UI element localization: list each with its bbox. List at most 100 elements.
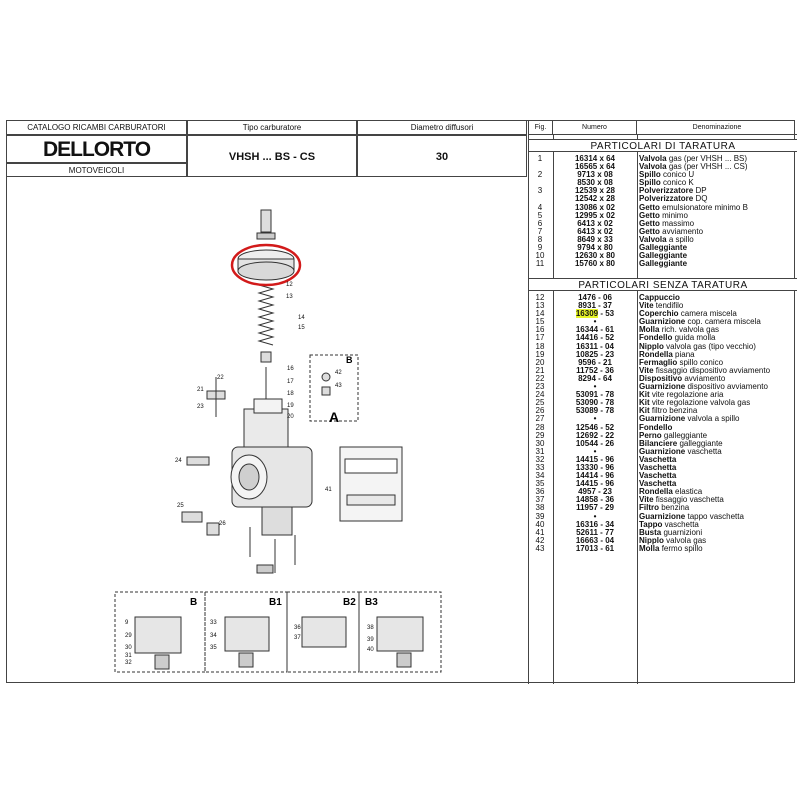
- column-header-number: Numero: [553, 121, 637, 135]
- row-description: Valvola gas (per VHSH ... CS): [639, 163, 797, 171]
- row-fig: 33: [535, 462, 545, 472]
- part-name: Kit: [639, 406, 650, 416]
- row-description: Tappo vaschetta: [639, 520, 797, 529]
- part-detail: guarnizioni: [663, 527, 703, 537]
- callout-number: 24: [175, 458, 182, 464]
- row-part-number: 8931 - 37: [578, 301, 612, 311]
- variant-label-b1: B1: [269, 597, 282, 608]
- part-detail: conico K: [663, 178, 694, 188]
- row-part-number: 6413 x 02: [577, 226, 613, 236]
- part-number-suffix: - 53: [598, 309, 615, 319]
- part-detail: elastica: [675, 487, 703, 497]
- row-part-number: 11752 - 36: [576, 365, 614, 375]
- category-label: MOTOVEICOLI: [7, 163, 187, 177]
- part-name: Nipplo: [639, 341, 664, 351]
- part-detail: massimo: [662, 218, 695, 228]
- catalog-title: CATALOGO RICAMBI CARBURATORI: [7, 121, 187, 135]
- row-part-number: 14416 - 52: [575, 333, 615, 343]
- row-fig: 8: [537, 234, 543, 244]
- row-description: Guarnizione tappo vaschetta: [639, 511, 797, 521]
- row-part-number: •: [593, 511, 597, 521]
- row-fig: 41: [535, 527, 545, 537]
- row-description: Bilanciere galleggiante: [639, 438, 797, 448]
- part-name: Fondello: [639, 422, 673, 432]
- part-detail: dispositivo avviamento: [687, 382, 768, 392]
- row-fig: 4: [537, 202, 543, 212]
- row-description: Rondella elastica: [639, 488, 797, 496]
- section-calibration-parts: PARTICOLARI DI TARATURA: [529, 139, 797, 152]
- row-fig: 31: [535, 446, 545, 456]
- part-detail: vite regolazione aria: [651, 390, 724, 400]
- part-detail: galleggiante: [679, 438, 723, 448]
- row-part-number: 12539 x 28: [574, 186, 616, 196]
- row-fig: 2: [537, 170, 543, 180]
- row-part-number: 16663 - 04: [575, 535, 615, 545]
- callout-number: 40: [367, 647, 374, 653]
- callout-number: 32: [125, 660, 132, 666]
- row-fig: 28: [535, 422, 545, 432]
- row-part-number: 16316 - 34: [575, 519, 615, 529]
- part-name: Fermaglio: [639, 357, 678, 367]
- callout-number: 35: [210, 645, 217, 651]
- row-part-number: 10825 - 23: [575, 349, 615, 359]
- row-part-number: •: [593, 382, 597, 392]
- row-part-number: 52611 - 77: [576, 527, 614, 537]
- row-fig: 26: [535, 406, 545, 416]
- part-detail: fermo spillo: [661, 543, 703, 553]
- callout-number: 36: [294, 625, 301, 631]
- table-row: 41 52611 - 77 Busta guarnizioni: [529, 527, 797, 537]
- row-description: Guarnizione cop. camera miscela: [639, 318, 797, 326]
- row-fig: 24: [535, 390, 545, 400]
- part-name: Valvola: [639, 234, 667, 244]
- part-name: Dispositivo: [639, 373, 683, 383]
- row-description: Fondello: [639, 422, 797, 432]
- part-name: Guarnizione: [639, 511, 686, 521]
- row-part-number: •: [593, 414, 597, 424]
- row-description: Kit filtro benzina: [639, 407, 797, 415]
- part-name: Busta: [639, 527, 662, 537]
- inset-view-label: B: [346, 355, 353, 365]
- row-part-number: 53091 - 78: [575, 390, 615, 400]
- row-fig: 20: [535, 357, 545, 367]
- row-description: Cappuccio: [639, 293, 797, 302]
- callout-number: 19: [287, 403, 294, 409]
- column-header-fig: Fig.: [529, 121, 553, 135]
- row-description: Spillo conico K: [639, 179, 797, 187]
- part-name: Getto: [639, 218, 660, 228]
- part-name: Guarnizione: [639, 414, 686, 424]
- part-detail: minimo: [662, 210, 688, 220]
- part-name: Filtro: [639, 503, 659, 513]
- row-fig: 12: [535, 293, 545, 302]
- row-description: Getto emulsionatore minimo B: [639, 203, 797, 212]
- row-fig: 19: [535, 349, 545, 359]
- callout-number: 9: [125, 620, 129, 626]
- callout-number: 16: [287, 366, 294, 372]
- row-fig: 16: [535, 325, 545, 335]
- row-description: Dispositivo avviamento: [639, 373, 797, 383]
- row-fig: 25: [535, 398, 545, 408]
- row-description: Polverizzatore DQ: [639, 195, 797, 203]
- row-part-number: 9596 - 21: [578, 357, 612, 367]
- callout-number: 26: [219, 521, 226, 527]
- row-part-number: 4957 - 23: [578, 487, 612, 497]
- variant-label-b3: B3: [365, 597, 378, 608]
- row-part-number: 6413 x 02: [577, 218, 613, 228]
- callout-number: 22: [217, 375, 224, 381]
- row-fig: 23: [535, 382, 545, 392]
- callout-number: 20: [287, 414, 294, 420]
- part-name: Coperchio: [639, 309, 679, 319]
